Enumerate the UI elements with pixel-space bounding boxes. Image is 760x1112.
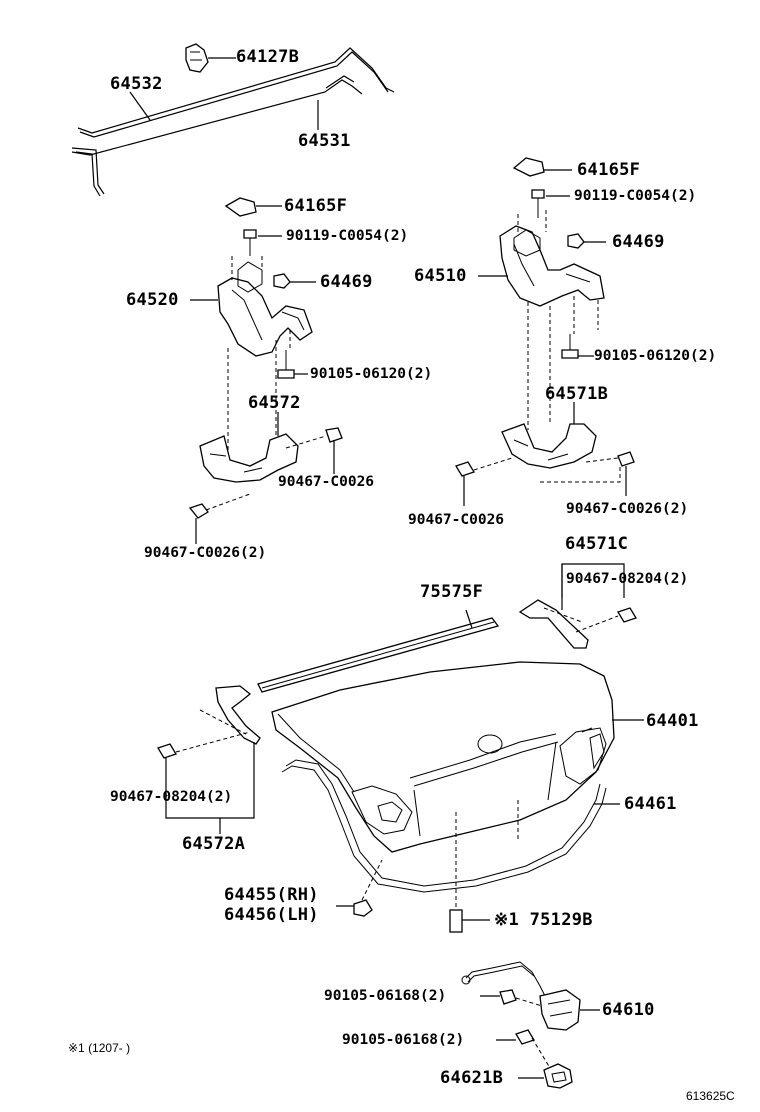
label-90467-C0026-center: 90467-C0026 xyxy=(408,512,505,528)
cover-64572 xyxy=(199,433,299,483)
clip-90467-08204-right xyxy=(617,607,637,623)
label-64532: 64532 xyxy=(110,74,163,94)
label-90467-C0026-left: 90467-C0026 xyxy=(278,474,375,490)
label-90119-right: 90119-C0054(2) xyxy=(574,188,697,204)
label-64165F-left: 64165F xyxy=(284,196,348,216)
label-64455: 64455(RH) xyxy=(224,885,319,905)
label-64510: 64510 xyxy=(414,266,467,286)
label-64469-left: 64469 xyxy=(320,272,373,292)
bolt-90119-right xyxy=(531,189,545,218)
clip-90467-C0026-center xyxy=(455,461,475,477)
clip-64127B xyxy=(185,43,209,73)
label-64572A: 64572A xyxy=(182,834,246,854)
label-64621B: 64621B xyxy=(440,1068,504,1088)
label-64461: 64461 xyxy=(624,794,677,814)
nut-64469-left xyxy=(273,273,291,289)
bolt-90105-06168-b xyxy=(515,1029,535,1045)
label-90105-06120-left: 90105-06120(2) xyxy=(310,366,433,382)
bolt-90105-right xyxy=(561,334,579,359)
clip-90467-C0026-left xyxy=(325,427,343,443)
label-64571C: 64571C xyxy=(565,534,629,554)
cover-64572A xyxy=(215,685,261,745)
diagram-id: 613625C xyxy=(686,1089,735,1103)
label-90105-06120-right: 90105-06120(2) xyxy=(594,348,717,364)
label-64127B: 64127B xyxy=(236,47,300,67)
bolt-90105-06168-a xyxy=(499,989,517,1005)
label-64520: 64520 xyxy=(126,290,179,310)
trunk-lid-64401 xyxy=(271,661,615,853)
label-64572: 64572 xyxy=(248,393,301,413)
label-75129B: ※1 75129B xyxy=(494,910,593,930)
label-90467-08204-left: 90467-08204(2) xyxy=(110,789,233,805)
label-64456: 64456(LH) xyxy=(224,905,319,925)
bolt-90119-left xyxy=(243,229,257,256)
weatherstrip-64461 xyxy=(281,759,607,893)
lock-64610 xyxy=(539,989,581,1031)
label-64610: 64610 xyxy=(602,1000,655,1020)
plug-75129B xyxy=(449,909,463,933)
label-90105-06168-a: 90105-06168(2) xyxy=(324,988,447,1004)
hinge-64510 xyxy=(499,225,605,307)
support-rod-64531 xyxy=(71,75,363,197)
clip-90467-C0026-2-right xyxy=(617,451,635,467)
lock-cable xyxy=(461,961,549,1003)
clip-90467-C0026-2-left xyxy=(188,503,209,519)
label-64571B: 64571B xyxy=(545,384,609,404)
bumper-64455-64456 xyxy=(353,899,373,917)
support-rod-64532 xyxy=(77,47,395,138)
footnote: ※1 (1207- ) xyxy=(68,1041,131,1055)
label-64401: 64401 xyxy=(646,711,699,731)
label-64469-right: 64469 xyxy=(612,232,665,252)
cover-64571C xyxy=(518,599,589,649)
clip-90467-08204-left xyxy=(157,743,177,759)
cover-64571B xyxy=(501,423,597,469)
bolt-90105-left xyxy=(277,350,295,379)
label-64165F-right: 64165F xyxy=(577,160,641,180)
label-64531: 64531 xyxy=(298,131,351,151)
striker-64621B xyxy=(543,1063,573,1089)
label-90467-08204-right: 90467-08204(2) xyxy=(566,571,689,587)
nut-64469-right xyxy=(567,233,585,249)
hinge-cap-64165F-left xyxy=(224,197,257,217)
label-90467-C0026-2-left: 90467-C0026(2) xyxy=(144,545,267,561)
hinge-cap-64165F-right xyxy=(512,157,545,177)
label-90467-C0026-2-right: 90467-C0026(2) xyxy=(566,501,689,517)
label-75575F: 75575F xyxy=(420,582,484,602)
hinge-64520 xyxy=(217,261,313,357)
weatherstrip-75575F xyxy=(257,617,500,693)
label-90119-left: 90119-C0054(2) xyxy=(286,228,409,244)
label-90105-06168-b: 90105-06168(2) xyxy=(342,1032,465,1048)
